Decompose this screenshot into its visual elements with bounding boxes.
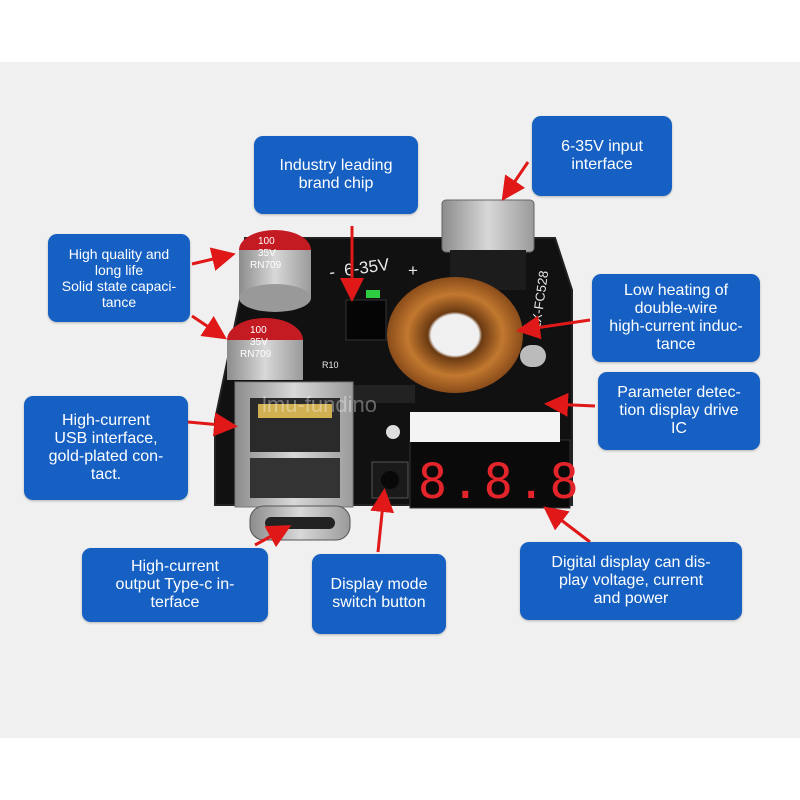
silk-r10: R10: [322, 360, 339, 370]
arrow-param-ic: [544, 392, 596, 417]
callout-usb: High-current USB interface, gold-plated …: [24, 396, 188, 500]
silk-minus: -: [328, 262, 336, 282]
usb-a-port: [234, 381, 354, 508]
callout-arrows: [187, 161, 596, 553]
cap-bottom-line1: 100: [250, 325, 267, 336]
arrow-typec: [254, 525, 292, 548]
display-digits: 8.8.8: [418, 454, 583, 510]
silk-plus: +: [408, 261, 418, 280]
led: [520, 345, 546, 367]
callout-display: Digital display can dis- play voltage, c…: [520, 542, 742, 620]
arrow-cap-top: [191, 247, 236, 271]
watermark: lmu-fundino: [262, 392, 377, 417]
usb-c-output: [249, 505, 351, 541]
callout-inductance: Low heating of double-wire high-current …: [592, 274, 760, 362]
callout-chip: Industry leading brand chip: [254, 136, 418, 214]
arrow-display: [543, 506, 591, 544]
cap-bottom-line3: RN709: [240, 349, 272, 360]
arrow-cap-bottom: [191, 314, 227, 340]
callout-capacitor: High quality and long life Solid state c…: [48, 234, 190, 322]
controller-chip: [345, 290, 387, 341]
led-display: 8.8.8: [409, 412, 583, 510]
callout-typec: High-current output Type-c in- terface: [82, 548, 268, 622]
callout-param-ic: Parameter detec- tion display drive IC: [598, 372, 760, 450]
cap-top-line1: 100: [258, 236, 275, 247]
toroid-inductor: [387, 277, 523, 393]
display-driver-ic: [345, 385, 415, 403]
arrow-inductance: [516, 315, 591, 340]
cap-top-line2: 35V: [258, 248, 276, 259]
callout-input: 6-35V input interface: [532, 116, 672, 196]
arrow-input: [501, 161, 530, 201]
arrow-usb: [187, 412, 238, 437]
cap-top-line3: RN709: [250, 260, 282, 271]
capacitor-top: 100 35V RN709: [239, 230, 311, 312]
arrow-button: [370, 488, 395, 553]
capacitor-bottom: 100 35V RN709: [227, 318, 303, 380]
cap-bottom-line2: 35V: [250, 337, 268, 348]
callout-button: Display mode switch button: [312, 554, 446, 634]
input-socket: [441, 199, 535, 290]
